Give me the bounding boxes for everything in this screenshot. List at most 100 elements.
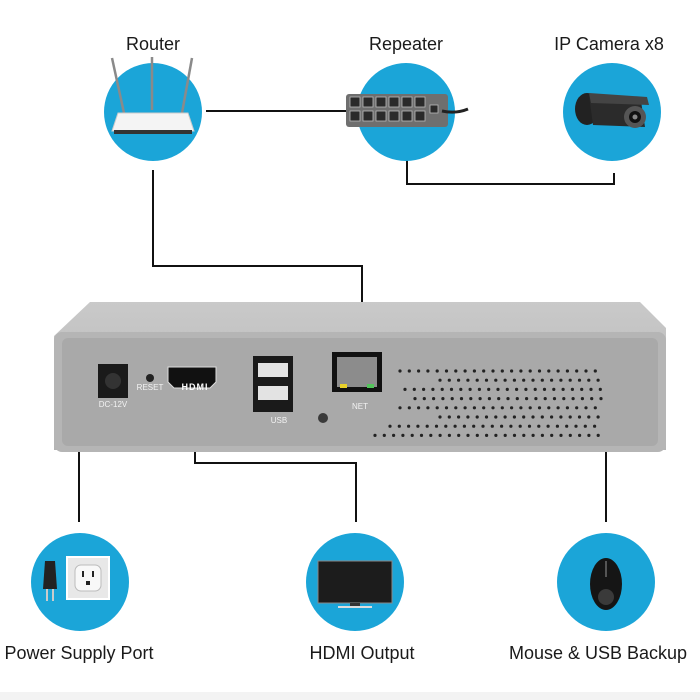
vent-hole <box>472 406 476 410</box>
vent-hole <box>561 387 565 391</box>
vent-hole <box>550 378 554 382</box>
vent-hole <box>441 397 445 401</box>
vent-hole <box>540 433 544 437</box>
vent-hole <box>565 424 569 428</box>
vent-hole <box>475 415 479 419</box>
vent-hole <box>373 433 377 437</box>
vent-hole <box>475 433 479 437</box>
vent-hole <box>527 424 532 428</box>
vent-hole <box>417 406 421 410</box>
vent-hole <box>466 433 470 437</box>
vent-hole <box>482 406 486 410</box>
vent-hole <box>463 406 467 410</box>
vent-hole <box>447 378 451 382</box>
vent-hole <box>593 369 597 373</box>
vent-hole <box>550 433 554 437</box>
vent-hole <box>547 406 551 410</box>
vent-hole <box>580 387 584 391</box>
vent-hole <box>537 406 542 410</box>
vent-hole <box>407 424 411 428</box>
vent-hole <box>466 415 470 419</box>
vent-hole <box>434 424 439 428</box>
vent-hole <box>555 424 560 428</box>
vent-hole <box>469 397 473 401</box>
vent-hole <box>599 397 603 401</box>
vent-hole <box>537 369 542 373</box>
vent-hole <box>515 397 519 401</box>
vent-hole <box>598 387 602 391</box>
vent-hole <box>503 433 507 437</box>
vent-hole <box>512 433 517 437</box>
vent-hole <box>503 378 507 382</box>
vent-hole <box>382 433 386 437</box>
vent-hole <box>584 369 588 373</box>
vent-hole <box>522 415 526 419</box>
vent-hole <box>556 406 560 410</box>
vent-hole <box>462 424 466 428</box>
vent-hole <box>407 369 411 373</box>
vent-hole <box>552 387 556 391</box>
vent-hole <box>587 415 591 419</box>
vent-hole <box>503 415 507 419</box>
vent-hole <box>528 369 532 373</box>
vent-hole <box>587 378 591 382</box>
vent-hole <box>438 433 442 437</box>
vent-hole <box>593 406 597 410</box>
vent-hole <box>475 378 479 382</box>
vent-hole <box>494 378 498 382</box>
vent-hole <box>472 369 476 373</box>
vent-hole <box>568 378 572 382</box>
vent-hole <box>506 397 510 401</box>
vent-hole <box>500 424 504 428</box>
vent-hole <box>515 387 519 391</box>
vent-hole <box>522 378 526 382</box>
vent-hole <box>466 378 470 382</box>
vent-hole <box>556 369 560 373</box>
vent-hole <box>509 424 513 428</box>
vent-hole <box>500 406 504 410</box>
vent-hole <box>447 433 451 437</box>
vent-hole <box>497 397 501 401</box>
bottom-band <box>0 692 700 700</box>
vent-hole <box>587 433 591 437</box>
network-switch-icon <box>346 94 469 127</box>
vent-hole <box>550 415 554 419</box>
vent-hole <box>575 369 579 373</box>
vent-hole <box>481 424 485 428</box>
vent-hole <box>559 433 563 437</box>
vent-hole <box>596 378 600 382</box>
bullet-camera-icon <box>575 93 649 128</box>
wifi-router-icon <box>110 57 195 134</box>
vent-hole <box>542 387 547 391</box>
vent-hole <box>584 406 588 410</box>
reset-port-label: RESET <box>136 383 164 392</box>
vent-hole <box>429 433 433 437</box>
vent-hole <box>468 387 472 391</box>
vent-hole <box>490 424 494 428</box>
vent-hole <box>510 369 514 373</box>
ip-camera-label: IP Camera x8 <box>554 34 664 54</box>
vent-hole <box>512 378 516 382</box>
vent-hole <box>444 369 449 373</box>
vent-hole <box>477 387 481 391</box>
vent-hole <box>438 378 442 382</box>
vent-hole <box>450 397 454 401</box>
hdmi-port-label: HDMI <box>181 382 209 392</box>
vent-hole <box>431 387 435 391</box>
vent-hole <box>449 387 454 391</box>
mouse-usb-label: Mouse & USB Backup <box>508 643 688 663</box>
vent-hole <box>528 406 532 410</box>
vent-hole <box>398 369 402 373</box>
vent-hole <box>531 433 535 437</box>
vent-hole <box>552 397 557 401</box>
power-supply-label: Power Supply Port <box>4 643 154 663</box>
vent-hole <box>435 406 439 410</box>
dc-port-label: DC-12V <box>98 400 128 409</box>
vent-hole <box>531 415 535 419</box>
vent-hole <box>574 424 578 428</box>
vent-hole <box>519 369 523 373</box>
vent-hole <box>500 369 504 373</box>
vent-hole <box>454 406 458 410</box>
vent-hole <box>388 424 392 428</box>
vent-hole <box>407 406 411 410</box>
